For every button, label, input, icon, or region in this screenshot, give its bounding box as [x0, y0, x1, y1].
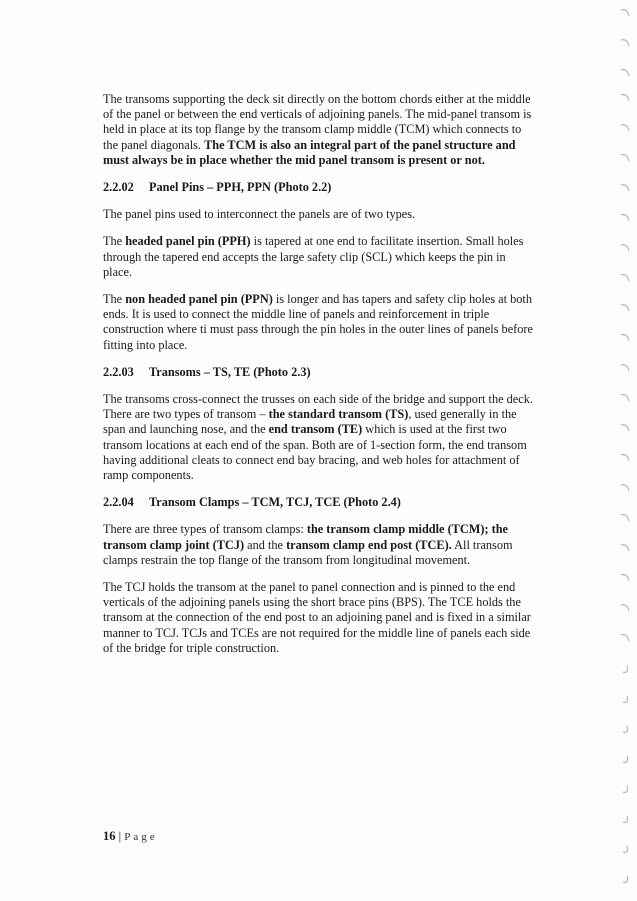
tcj-tce-paragraph: The TCJ holds the transom at the panel t… [103, 580, 531, 655]
document-body: The transoms supporting the deck sit dir… [103, 92, 533, 668]
clamps-paragraph: There are three types of transom clamps:… [103, 522, 513, 567]
footer-separator: | [115, 829, 125, 843]
intro-emphasis: The TCM is also an integral part of the … [103, 137, 516, 167]
intro-paragraph: The transoms supporting the deck sit dir… [103, 92, 532, 167]
page-number: 16 [103, 829, 116, 843]
spiral-binding-marks [620, 9, 630, 883]
pph-paragraph: The headed panel pin (PPH) is tapered at… [103, 234, 524, 279]
page-footer: 16 | Page [103, 829, 158, 844]
ppn-paragraph: The non headed panel pin (PPN) is longer… [103, 292, 533, 352]
transoms-paragraph: The transoms cross-connect the trusses o… [103, 392, 533, 483]
footer-page-word: Page [124, 831, 158, 843]
pins-intro-paragraph: The panel pins used to interconnect the … [103, 207, 416, 222]
